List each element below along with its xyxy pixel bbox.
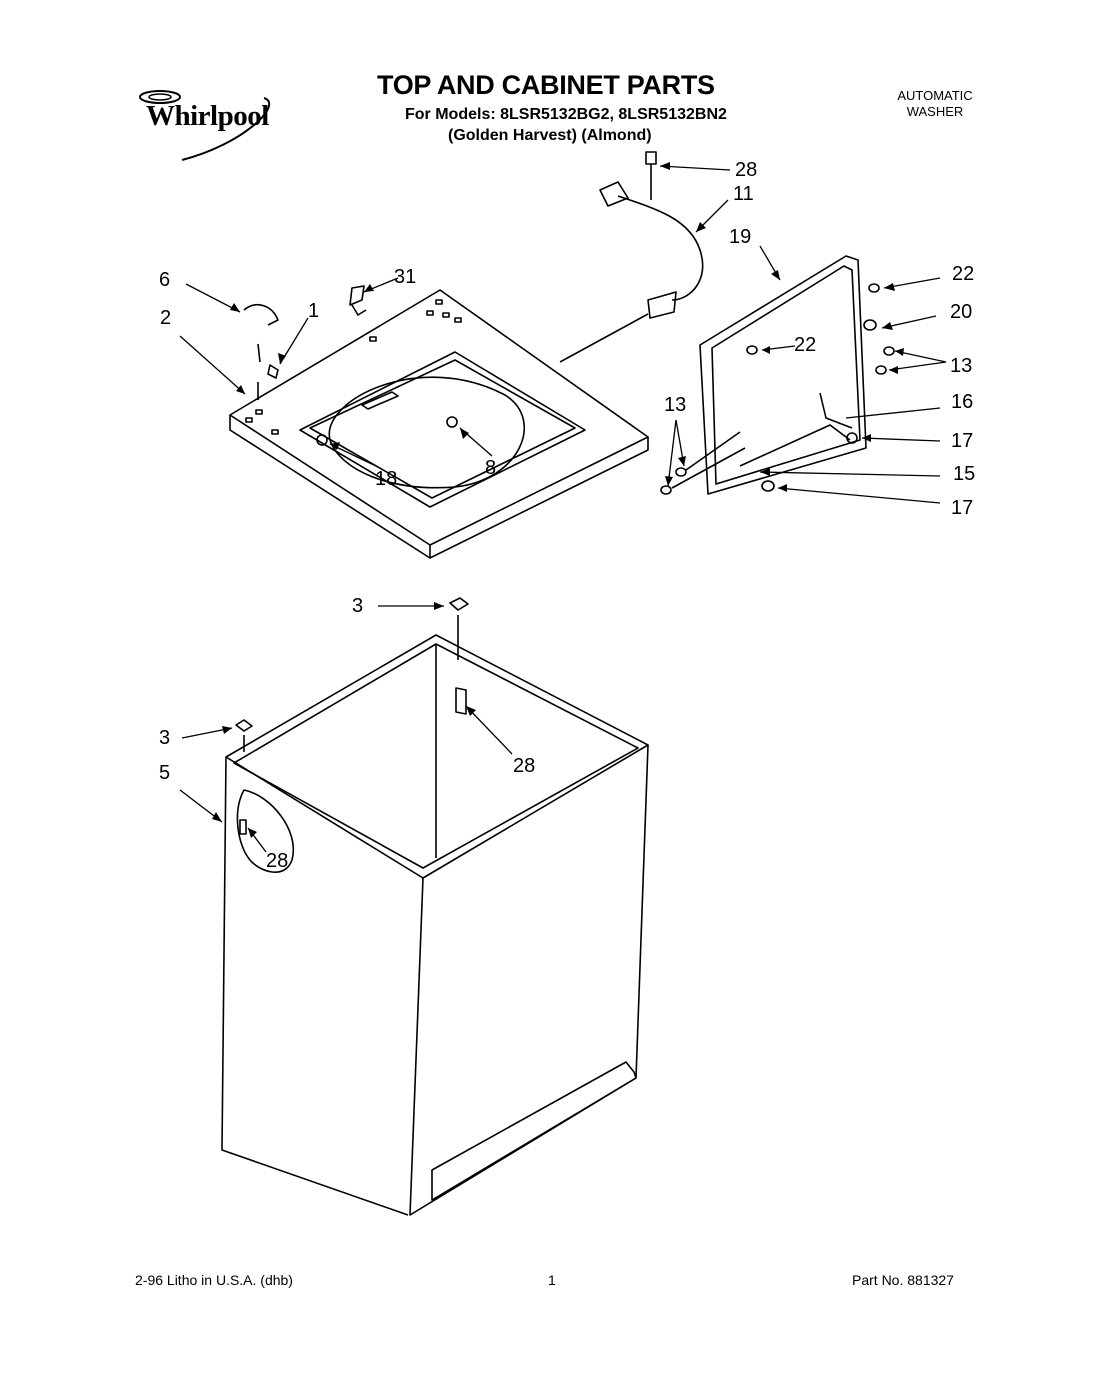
callout-28-breakaway: 28 bbox=[266, 850, 288, 872]
logo-swoosh-icon bbox=[139, 90, 271, 161]
page-number: 1 bbox=[548, 1272, 556, 1288]
callout-17-upper: 17 bbox=[951, 430, 973, 452]
callout-15: 15 bbox=[953, 463, 975, 485]
callout-22-top: 22 bbox=[952, 263, 974, 285]
callout-18: 18 bbox=[375, 468, 397, 490]
arrowheads bbox=[212, 162, 904, 838]
callout-1: 1 bbox=[308, 300, 319, 322]
callout-labels: 28 11 19 22 31 6 1 2 20 22 13 13 16 17 1… bbox=[159, 159, 975, 872]
callout-16: 16 bbox=[951, 391, 973, 413]
callout-13-hinge: 13 bbox=[664, 394, 686, 416]
product-type-line1: AUTOMATIC bbox=[897, 88, 973, 103]
lid-switch-harness bbox=[559, 151, 704, 363]
whirlpool-logo bbox=[134, 84, 294, 164]
part-number: Part No. 881327 bbox=[852, 1272, 954, 1288]
callout-3-lower: 3 bbox=[159, 727, 170, 749]
print-info: 2-96 Litho in U.S.A. (dhb) bbox=[135, 1272, 293, 1288]
callout-17-lower: 17 bbox=[951, 497, 973, 519]
cabinet bbox=[221, 634, 649, 1216]
brand-wordmark: Whirlpool bbox=[146, 100, 269, 132]
callout-13-right: 13 bbox=[950, 355, 972, 377]
product-type: AUTOMATIC WASHER bbox=[872, 88, 998, 120]
callout-28-cabinet: 28 bbox=[513, 755, 535, 777]
callout-2: 2 bbox=[160, 307, 171, 329]
callout-6: 6 bbox=[159, 269, 170, 291]
lid-frame bbox=[660, 255, 895, 495]
page-title: TOP AND CABINET PARTS bbox=[377, 70, 715, 100]
leader-lines bbox=[179, 165, 947, 853]
callout-5: 5 bbox=[159, 762, 170, 784]
callout-11-lid-switch: 11 bbox=[733, 183, 754, 205]
callout-22-inner: 22 bbox=[794, 334, 816, 356]
callout-19-lid-frame: 19 bbox=[729, 226, 751, 248]
callout-20: 20 bbox=[950, 301, 972, 323]
top-small-parts bbox=[235, 285, 469, 752]
model-colors: (Golden Harvest) (Almond) bbox=[448, 127, 652, 144]
callout-28-switch-screw: 28 bbox=[735, 159, 757, 181]
callout-31: 31 bbox=[394, 266, 416, 288]
model-numbers: For Models: 8LSR5132BG2, 8LSR5132BN2 bbox=[405, 106, 727, 123]
callout-8: 8 bbox=[485, 457, 496, 479]
product-type-line2: WASHER bbox=[906, 104, 964, 119]
callout-3-upper: 3 bbox=[352, 595, 363, 617]
washer-top-panel bbox=[229, 289, 649, 559]
